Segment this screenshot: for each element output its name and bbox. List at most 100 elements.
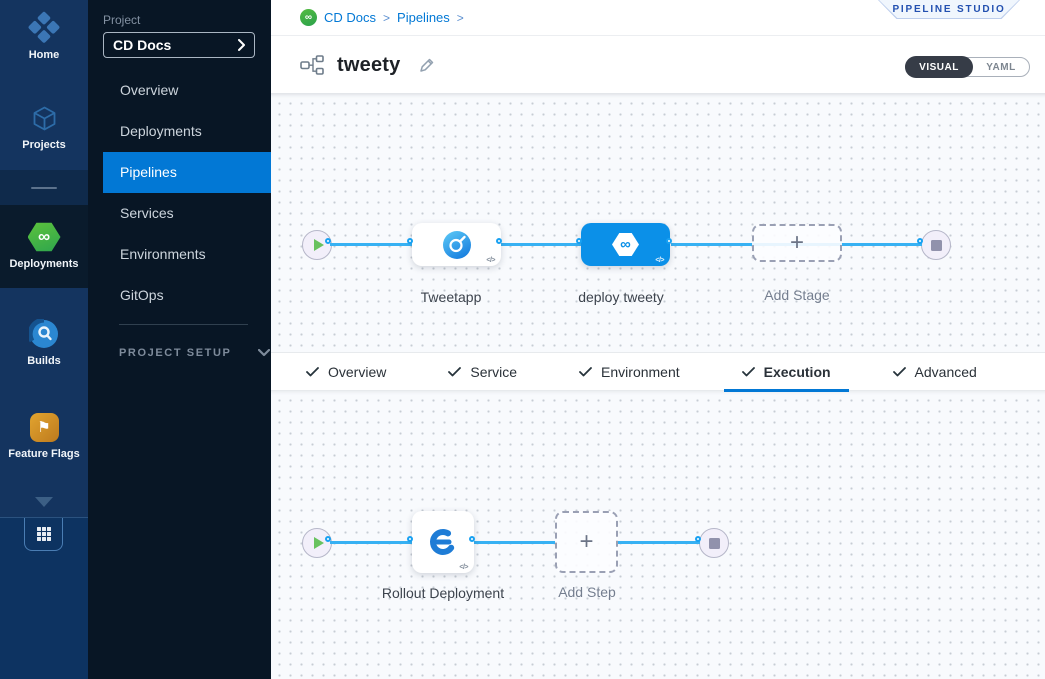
pipeline-icon	[300, 55, 324, 75]
check-icon	[892, 366, 906, 376]
module-grid-button[interactable]	[24, 518, 63, 551]
node-port[interactable]	[575, 238, 582, 244]
cd-module-icon: ∞	[300, 9, 317, 26]
execution-start-node[interactable]	[302, 528, 332, 558]
add-stage-label: Add Stage	[764, 287, 830, 303]
breadcrumb-link-pipelines[interactable]: Pipelines	[397, 10, 450, 25]
node-port[interactable]	[325, 536, 331, 542]
tab-execution[interactable]: Execution	[723, 352, 849, 392]
rail-item-home[interactable]: Home	[0, 11, 88, 61]
cube-icon	[33, 106, 55, 130]
pipeline-start-node[interactable]	[302, 230, 332, 260]
sidebar-item-services[interactable]: Services	[120, 205, 174, 221]
chevron-right-icon	[238, 39, 245, 51]
check-icon	[306, 366, 319, 376]
stage-label-deploy-tweety: deploy tweety	[578, 289, 664, 305]
sidebar-divider	[119, 324, 248, 325]
project-selector-value: CD Docs	[113, 37, 172, 53]
node-port[interactable]	[916, 238, 923, 244]
node-port[interactable]	[325, 238, 331, 244]
project-label: Project	[103, 13, 141, 27]
breadcrumb-separator: >	[383, 10, 391, 25]
rail-item-deployments[interactable]: ∞ Deployments	[0, 205, 88, 288]
visual-yaml-toggle[interactable]: VISUAL YAML	[905, 56, 1030, 78]
connector-wire	[618, 541, 700, 544]
toggle-visual[interactable]: VISUAL	[905, 56, 973, 78]
rail-item-feature-flags[interactable]: ⚑ Feature Flags	[0, 411, 88, 460]
node-port[interactable]	[694, 536, 701, 542]
tab-advanced[interactable]: Advanced	[887, 352, 983, 391]
stage-config-tabs: Overview Service Environment Execution A…	[271, 352, 1045, 392]
connector-wire	[330, 243, 412, 246]
rail-bottom-section	[0, 517, 88, 679]
tab-overview[interactable]: Overview	[300, 352, 392, 391]
project-sidebar: Project CD Docs Overview Deployments Pip…	[88, 0, 271, 679]
rail-divider	[0, 170, 88, 205]
home-icon	[27, 11, 61, 45]
rail-item-label: Builds	[27, 355, 61, 367]
pipeline-header: tweety VISUAL YAML	[271, 37, 1045, 94]
deploy-stage-icon	[442, 230, 471, 259]
sidebar-item-pipelines[interactable]: Pipelines	[103, 152, 271, 193]
add-step-label: Add Step	[558, 584, 616, 600]
stage-node-tweetapp[interactable]: </>	[412, 223, 501, 266]
rail-more-chevron-icon[interactable]	[35, 497, 53, 507]
pipeline-end-node[interactable]	[921, 230, 951, 260]
breadcrumb: ∞ CD Docs > Pipelines >	[271, 0, 1045, 36]
sidebar-item-overview[interactable]: Overview	[120, 82, 179, 98]
edit-pipeline-icon[interactable]	[418, 56, 436, 74]
stage-node-deploy-tweety[interactable]: ∞ </>	[581, 223, 670, 266]
step-node-rollout-deployment[interactable]: </>	[412, 511, 474, 573]
code-icon: </>	[655, 257, 664, 264]
breadcrumb-separator: >	[456, 10, 464, 25]
play-icon	[313, 537, 324, 549]
check-icon	[741, 366, 755, 376]
execution-canvas[interactable]: </> + Rollout Deployment Add Step	[271, 391, 1045, 679]
harness-cd-icon: ∞	[27, 222, 61, 252]
plus-icon: +	[579, 528, 594, 555]
project-selector[interactable]: CD Docs	[103, 32, 255, 58]
stop-icon	[708, 537, 720, 549]
step-label-rollout-deployment: Rollout Deployment	[381, 585, 505, 601]
sidebar-item-environments[interactable]: Environments	[120, 246, 206, 262]
sidebar-item-gitops[interactable]: GitOps	[120, 287, 164, 303]
rail-item-projects[interactable]: Projects	[0, 102, 88, 151]
play-icon	[313, 239, 324, 251]
rollout-deployment-icon	[430, 529, 456, 555]
tab-label: Advanced	[914, 363, 977, 380]
breadcrumb-link-project[interactable]: CD Docs	[324, 10, 377, 25]
tab-environment[interactable]: Environment	[573, 352, 686, 391]
grid-icon	[36, 527, 51, 541]
execution-end-node[interactable]	[699, 528, 729, 558]
code-icon: </>	[486, 257, 495, 264]
module-rail: Home Projects ∞ Deployments	[0, 0, 88, 679]
rail-item-label: Feature Flags	[8, 448, 80, 460]
connector-wire	[474, 541, 555, 544]
node-port[interactable]	[665, 238, 672, 244]
node-port[interactable]	[406, 238, 413, 244]
add-stage-button[interactable]: +	[752, 224, 842, 262]
add-step-button[interactable]: +	[555, 511, 618, 573]
check-icon	[579, 366, 592, 376]
plus-icon: +	[789, 229, 804, 256]
pipeline-studio-badge-label: PIPELINE STUDIO	[879, 0, 1019, 18]
connector-wire	[501, 243, 581, 246]
feature-flags-icon: ⚑	[29, 412, 59, 442]
toggle-yaml[interactable]: YAML	[986, 61, 1016, 73]
tab-service[interactable]: Service	[442, 352, 523, 391]
project-setup-toggle[interactable]: PROJECT SETUP	[119, 347, 270, 359]
connector-wire	[330, 541, 412, 544]
rail-item-label: Deployments	[9, 258, 79, 270]
code-icon: </>	[459, 564, 468, 571]
node-port[interactable]	[468, 536, 475, 542]
stage-label-tweetapp: Tweetapp	[420, 289, 482, 305]
tab-label: Execution	[763, 363, 831, 380]
sidebar-item-deployments[interactable]: Deployments	[120, 123, 202, 139]
node-port[interactable]	[406, 536, 413, 542]
sidebar-menu: Overview Deployments Pipelines Services …	[88, 70, 271, 316]
rail-item-label: Projects	[22, 139, 66, 151]
node-port[interactable]	[495, 238, 502, 244]
stage-canvas[interactable]: </> ∞ </> + Tweetapp deploy tweety Add S…	[271, 94, 1045, 352]
rail-item-builds[interactable]: Builds	[0, 318, 88, 367]
